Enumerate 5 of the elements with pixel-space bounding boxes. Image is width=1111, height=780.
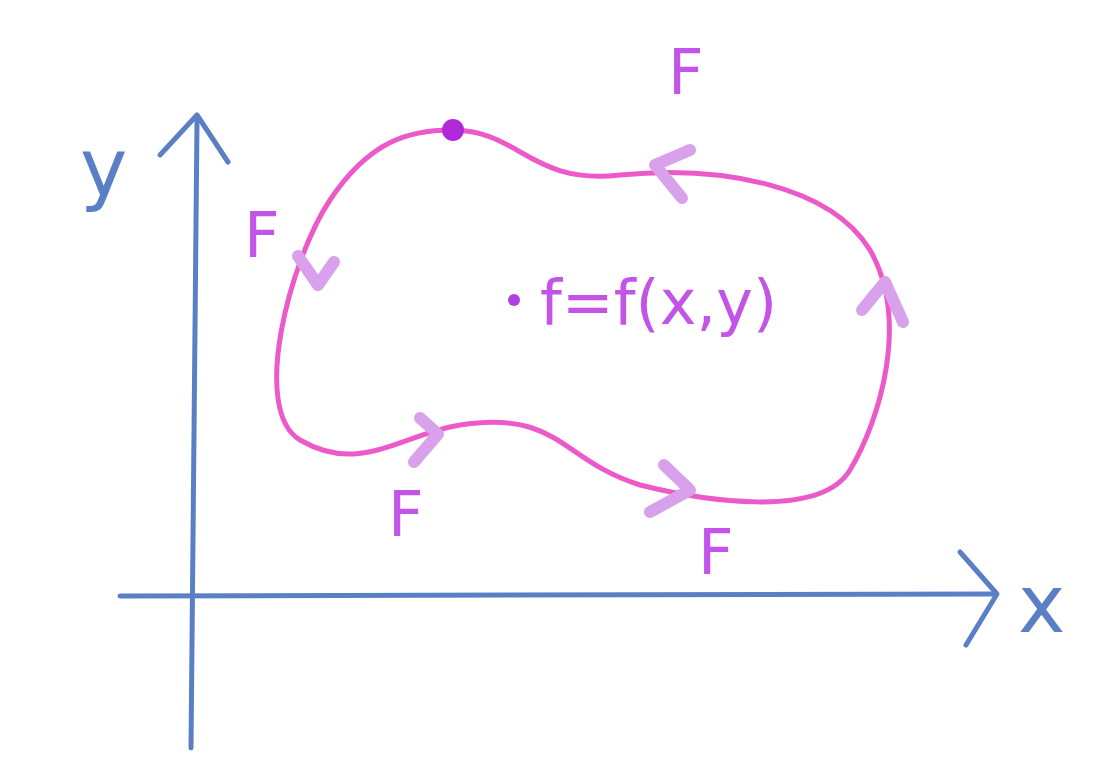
force-label: F bbox=[388, 484, 424, 546]
force-label: F bbox=[668, 42, 704, 104]
force-label: F bbox=[698, 522, 734, 584]
force-label: F bbox=[244, 205, 280, 267]
axis-label: x bbox=[1018, 565, 1066, 645]
